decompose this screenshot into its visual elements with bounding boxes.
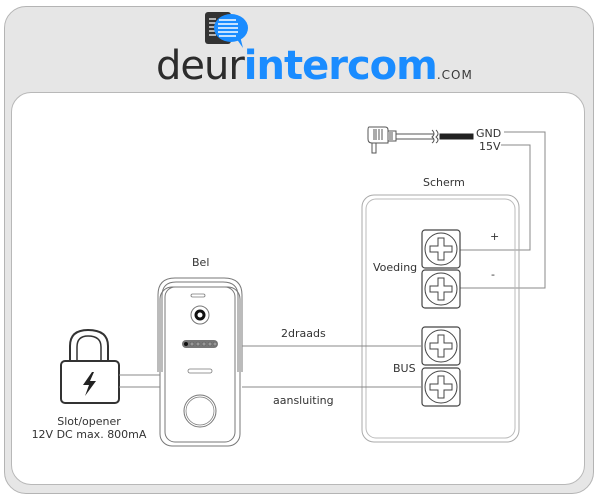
screen-housing (361, 194, 520, 443)
power-wires (460, 131, 546, 289)
gnd-wire (460, 131, 546, 289)
v15-wire (460, 144, 531, 251)
screw-icon (429, 334, 453, 358)
terminal-minus (421, 269, 461, 309)
brand-tld: .COM (436, 68, 473, 82)
lock-wires (119, 374, 160, 388)
brand-wordmark: deurintercom.COM (156, 46, 473, 86)
chat-bubble-document-icon (205, 12, 248, 48)
minus-label: - (491, 268, 495, 281)
call-button (183, 394, 217, 428)
bus-label: BUS (393, 362, 416, 375)
v15-label: 15V (479, 140, 501, 153)
camera-icon (190, 305, 210, 325)
doorbell-unit (157, 277, 243, 447)
screw-icon (429, 375, 453, 399)
terminal-plus (421, 229, 461, 269)
screw-icon (429, 277, 453, 301)
logo: deurintercom.COM (156, 8, 472, 92)
terminal-bus-1 (421, 326, 461, 366)
bus-wires (242, 345, 422, 388)
screen-title: Scherm (423, 176, 465, 189)
lock-title: Slot/opener (57, 415, 121, 428)
power-adapter-plug-icon (367, 126, 474, 154)
lock-spec: 12V DC max. 800mA (32, 428, 147, 441)
screw-icon (429, 237, 453, 261)
gnd-label: GND (476, 127, 501, 140)
wire-top-label: 2draads (281, 327, 326, 340)
voeding-label: Voeding (373, 261, 417, 274)
brand-name-dark: deur (156, 43, 245, 89)
doorbell-title: Bel (192, 256, 209, 269)
padlock-lightning-icon (60, 328, 120, 404)
terminal-bus-2 (421, 367, 461, 407)
plus-label: + (490, 230, 499, 243)
brand-name-blue: intercom (243, 43, 438, 89)
wire-bottom-label: aansluiting (273, 394, 334, 407)
terminal-blocks (421, 229, 461, 407)
